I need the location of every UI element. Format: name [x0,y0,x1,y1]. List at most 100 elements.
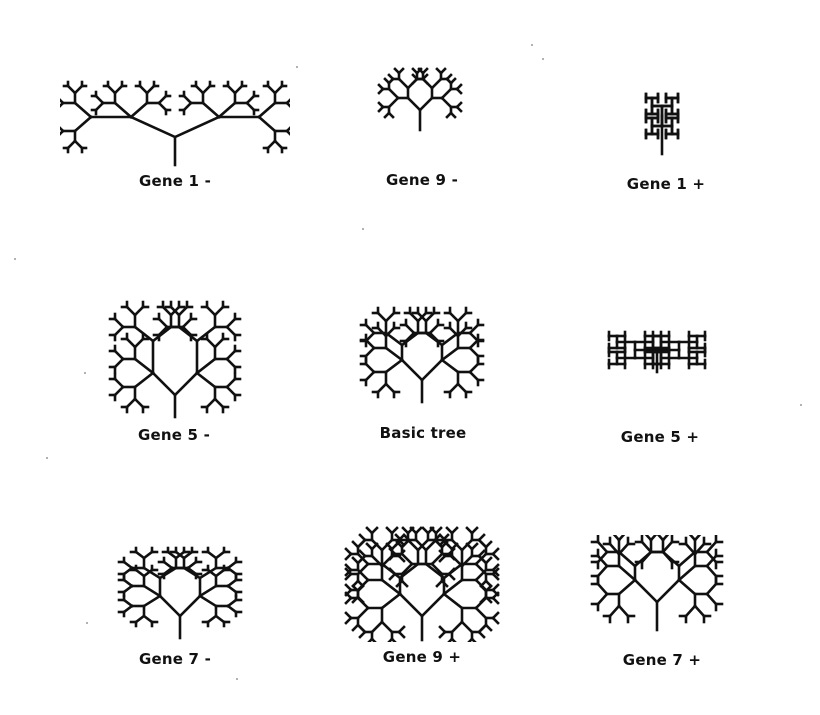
tree-branch [113,385,125,397]
tree-branch [178,594,202,618]
tree-branch [440,346,460,362]
tree-branch [596,550,609,564]
tree-branch [398,592,424,618]
tree-branch [688,535,697,542]
tree-branch [157,317,169,329]
caption-gene1-plus: Gene 1 + [626,175,706,193]
tree-branch [474,568,488,582]
scan-speck [86,622,88,624]
tree-branch [468,362,480,374]
tree-branch [705,592,718,606]
tree-branch [705,564,718,578]
tree-branch [608,604,621,618]
tree-branch [397,630,406,639]
tree-branch [474,596,488,610]
tree-branch [693,535,702,542]
tree-branch [158,566,178,580]
tree-branch [129,101,149,119]
tree-branch [397,77,410,90]
tree-branch [448,311,460,323]
tree-branch [450,526,459,535]
tree-branch [125,337,137,349]
tree-branch [166,550,178,560]
tree-branch [411,73,419,81]
caption-gene7-plus: Gene 7 + [622,651,702,669]
tree-branch [177,305,189,317]
tree-branch [73,115,93,133]
tree-branch [151,371,177,397]
tree-branch [416,311,428,323]
tree-branch [661,535,670,542]
tree-branch [491,572,500,581]
tree-branch [364,331,376,343]
tree-branch [418,96,434,112]
tree-branch [133,357,155,375]
tree-branch [383,111,391,119]
tree-branch [134,614,146,624]
tree-branch [617,578,637,596]
tree-branch [133,337,145,349]
tree-branch [421,67,429,75]
scan-speck [14,258,16,260]
tree-branch [408,311,420,323]
tree-branch [169,305,181,317]
tree-branch [351,579,360,588]
tree-branch [225,357,237,369]
tree-branch [122,560,134,570]
tree-branch [125,397,137,409]
tree-branch [438,549,447,558]
tree-branch [162,566,174,576]
tree-branch [596,564,609,578]
tree-branch [468,323,480,335]
scan-speck [84,372,86,374]
tree-branch [617,604,630,618]
tree-branch [380,592,402,610]
tree-branch [364,323,376,335]
tree-branch [416,538,430,552]
tree-branch [380,538,394,552]
tree-branch [113,317,125,329]
tree-branch [213,337,225,349]
tree-branch [133,371,155,389]
tree-branch [449,77,457,85]
tree-branch [206,550,218,560]
tree-branch [113,349,125,361]
tree-branch [640,540,653,554]
tree-branch [226,604,238,614]
tree-branch [356,552,370,566]
tree-branch [217,101,237,119]
tree-branch [134,550,146,560]
tree-branch [442,578,464,596]
tree-branch [424,538,438,552]
tree-branch [73,101,93,119]
tree-branch [177,325,199,343]
tree-branch [705,550,718,564]
tree-branch [677,550,697,568]
tree-branch [133,397,145,409]
tree-branch [129,115,177,139]
tree-branch [445,111,453,119]
tree-branch [370,526,379,535]
scan-speck [542,58,544,60]
tree-branch [387,87,400,100]
tree-branch [491,568,500,577]
tree-branch [285,126,290,133]
tree-branch [484,556,493,565]
tree-branch [384,331,404,347]
tree-branch [285,129,290,136]
tree-branch [406,538,420,552]
tree-branch [142,550,154,560]
scan-speck [800,404,802,406]
tree-branch [390,526,399,535]
caption-basic-tree: Basic tree [379,424,467,442]
tree-branch [435,579,444,588]
tree-branch [344,567,353,576]
tree-branch [438,625,447,634]
scan-speck [236,678,238,680]
tree-branch [380,620,394,634]
tree-branch [384,311,396,323]
tree-branch [370,620,384,634]
tree-branch [404,331,416,343]
tree-branch [142,566,162,580]
tree-branch [460,620,474,634]
